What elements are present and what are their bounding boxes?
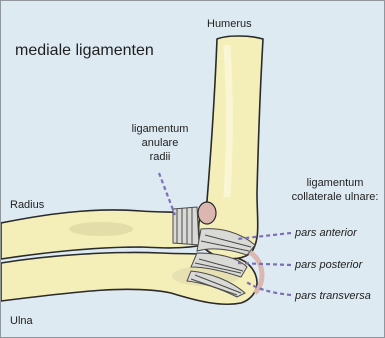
- anular-label-line: radii: [121, 151, 199, 165]
- pars-transversa-label: pars transversa: [295, 290, 371, 304]
- radius-shading: [69, 222, 133, 236]
- ulnar-collateral-label: ligamentum collaterale ulnare:: [287, 177, 383, 205]
- anular-label-line: ligamentum: [121, 123, 199, 137]
- ulnar-label-line: ligamentum: [287, 177, 383, 191]
- pars-anterior-label: pars anterior: [295, 227, 357, 241]
- anular-ligament-label: ligamentum anulare radii: [121, 123, 199, 164]
- anular-label-line: anulare: [121, 137, 199, 151]
- radial-head-cartilage: [198, 202, 216, 224]
- ulna-label: Ulna: [10, 315, 33, 329]
- anular-ligament: [173, 207, 199, 245]
- ulnar-label-line: collaterale ulnare:: [287, 191, 383, 205]
- leader-anular: [159, 173, 175, 215]
- humerus-highlight: [227, 45, 229, 197]
- pars-posterior-label: pars posterior: [295, 259, 362, 273]
- humerus-label: Humerus: [207, 18, 252, 32]
- page-title: mediale ligamenten: [15, 41, 154, 61]
- radius-label: Radius: [10, 199, 44, 213]
